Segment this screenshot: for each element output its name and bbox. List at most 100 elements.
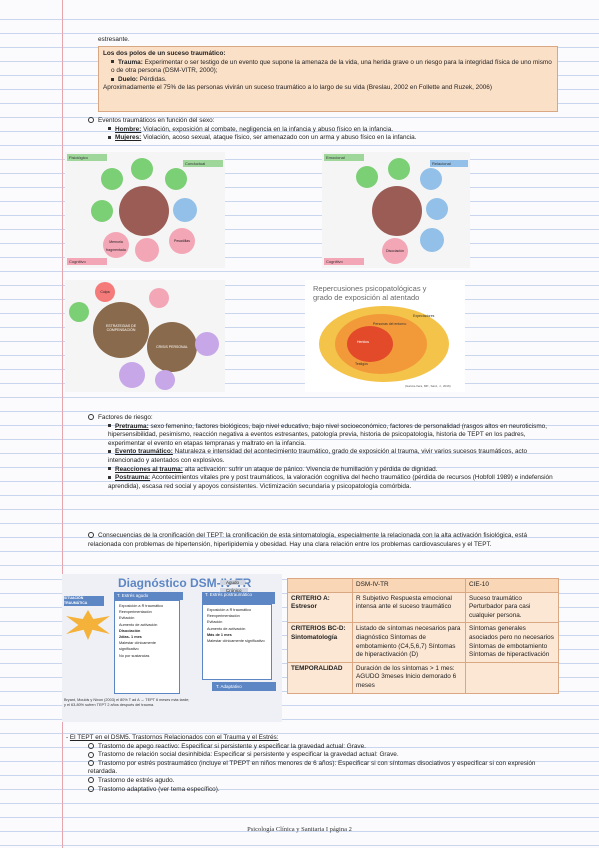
node-memoria: Memoria fragmentada <box>103 232 129 258</box>
dsm5-item-text: Trastorno adaptativo (ver tema específic… <box>98 785 220 793</box>
node-circle <box>155 370 175 390</box>
dsm5-title: - El TEPT en el DSM5. Trastornos Relacio… <box>66 734 279 741</box>
node-circle <box>356 166 378 188</box>
diagram-symptoms-2: Emocional Relacional Cognitivo Disociaci… <box>322 152 470 268</box>
table-cell <box>465 661 559 694</box>
duelo-label: Duelo: <box>118 75 138 83</box>
table-cell: TEMPORALIDAD <box>287 661 353 694</box>
col2-title: T. Estrés postraumático <box>202 592 275 604</box>
dsm5-item-text: Trastorno de estrés agudo. <box>98 776 175 784</box>
col2-list: Exposición a R traumático Reexperimentac… <box>202 604 272 680</box>
table-cell: Síntomas generales asociados pero no nec… <box>465 622 559 663</box>
col2-item: Aumento de activación <box>207 626 246 631</box>
col1-item: Evitación <box>119 616 135 621</box>
eventos-hombre: Hombre: Violación, exposición al combate… <box>88 126 558 135</box>
consecuencias-text: Consecuencias de la cronificación del TE… <box>88 532 528 548</box>
riesgo-text: Naturaleza e intensidad del acontecimien… <box>108 448 528 464</box>
dsm5-item: Trastorno por estrés postraumático (incl… <box>66 760 558 777</box>
col1-item: Reexperimentación <box>119 610 152 615</box>
col1-item: Exposición a R traumático <box>119 604 164 608</box>
bullet <box>111 77 114 81</box>
riesgo-label: Pretrauma: <box>115 422 149 430</box>
exposure-caption: (García-Vera, MP., Sanz, J., 2016) <box>405 384 451 388</box>
node-circle <box>195 332 219 356</box>
dsm-title: Diagnóstico DSM-IV-TR <box>118 576 252 590</box>
dsm5-item-text: Trastorno de apego reactivo: Especificar… <box>98 742 366 750</box>
bullet <box>88 117 94 124</box>
col1-item: No por sustancias <box>119 653 150 658</box>
col1-title: T. Estrés agudo <box>114 592 183 600</box>
node-disociacion: Disociación <box>382 238 408 264</box>
dsm-agudo: Agudo <box>220 580 246 585</box>
bullet <box>88 760 94 767</box>
tag-emocional: Emocional <box>324 154 364 161</box>
bullet <box>108 127 111 131</box>
bullet <box>108 467 111 471</box>
footnote-line: y el 63-80% sufren TEPT 2 años después d… <box>64 703 155 707</box>
riesgo-section: Factores de riesgo: Pretrauma: sexo feme… <box>88 414 558 491</box>
riesgo-item: Evento traumático: Naturaleza e intensid… <box>88 448 558 465</box>
exposure-title-line1: Repercusiones psicopatológicas y <box>313 284 427 293</box>
col1-item: Malestar clínicamente significativo <box>119 641 156 652</box>
riesgo-title: Factores de riesgo: <box>88 414 558 423</box>
table-header-row: DSM-IV-TR CIE-10 <box>287 578 559 593</box>
table-cell: Duración de los síntomas > 1 mes: AGUDO … <box>352 661 466 694</box>
trauma-label: Trauma: <box>118 58 143 66</box>
eventos-mujeres: Mujeres: Violación, acoso sexual, ataque… <box>88 134 558 143</box>
dsm5-item: Trastorno de relación social desinhibida… <box>66 751 558 760</box>
riesgo-text: Acontecimientos vitales pre y post traum… <box>108 474 553 490</box>
table-cell: R Subjetivo Respuesta emocional intensa … <box>352 591 466 624</box>
box-footer: Aproximadamente el 75% de las personas v… <box>103 84 492 92</box>
col1-item: Aumento de activación <box>119 622 158 627</box>
box-trauma: Trauma: Experimentar o ser testigo de un… <box>103 59 553 76</box>
node-circle <box>173 198 197 222</box>
table-header-cell: DSM-IV-TR <box>352 578 466 593</box>
center-circle <box>372 186 422 236</box>
exposure-title-line2: grado de exposición al atentado <box>313 293 420 302</box>
bullet <box>88 532 94 539</box>
explosion-icon <box>66 610 110 640</box>
table-row: CRITERIO A: Estresor R Subjetivo Respues… <box>287 591 559 624</box>
hombre-label: Hombre: <box>115 125 142 133</box>
center-circle <box>119 186 169 236</box>
box-duelo: Duelo: Pérdidas. <box>103 76 553 85</box>
riesgo-item: Postrauma: Acontecimientos vitales pre y… <box>88 474 558 491</box>
col2-item: Exposición a R traumático <box>207 608 252 612</box>
criteria-table: DSM-IV-TR CIE-10 CRITERIO A: Estresor R … <box>287 578 559 694</box>
table-cell: Listado de síntomas necesarios para diag… <box>352 622 466 663</box>
node-circle <box>388 158 410 180</box>
riesgo-item: Pretrauma: sexo femenino, factores bioló… <box>88 423 558 449</box>
diagram-exposure: Repercusiones psicopatológicas y grado d… <box>305 280 465 392</box>
top-fragment: estresante. <box>98 36 130 43</box>
col2-item: Reexperimentación <box>207 614 240 619</box>
bullet <box>108 136 111 139</box>
center-crisis: CRISIS PERSONAL <box>147 322 197 372</box>
bullet <box>88 777 94 784</box>
bullet <box>108 424 111 428</box>
bullet <box>88 785 94 792</box>
tag-relacional: Relacional <box>430 160 468 167</box>
tag-cognitivo: Cognitivo <box>324 258 364 265</box>
label-expectadores: Expectadores <box>413 314 435 318</box>
mujeres-label: Mujeres: <box>115 134 142 142</box>
bullet <box>111 60 114 64</box>
margin-line <box>62 0 63 848</box>
tag-fisiologico: Fisiológico <box>67 154 107 161</box>
table-row: TEMPORALIDAD Duración de los síntomas > … <box>287 661 559 694</box>
node-circle <box>131 158 153 180</box>
dsm5-section: - El TEPT en el DSM5. Trastornos Relacio… <box>66 734 558 794</box>
riesgo-label: Reacciones al trauma: <box>115 465 183 473</box>
col1-item: 2días- 1 mes <box>119 635 142 640</box>
riesgo-label: Evento traumático: <box>115 448 173 456</box>
mujeres-text: Violación, acoso sexual, ataque físico, … <box>143 134 417 142</box>
dsm-situacion: SITUACIÓN TRAUMÁTICA <box>64 596 104 606</box>
label-entorno: Personas del entorno <box>373 322 407 326</box>
node-circle <box>165 168 187 190</box>
node-circle <box>420 168 442 190</box>
node-circle <box>135 238 159 262</box>
node-circle <box>91 200 113 222</box>
box-heading: Los dos polos de un suceso traumático: <box>103 50 226 57</box>
bullet <box>108 475 111 479</box>
node-pesadillas: Pesadillas <box>169 228 195 254</box>
ring-inner <box>347 326 393 362</box>
